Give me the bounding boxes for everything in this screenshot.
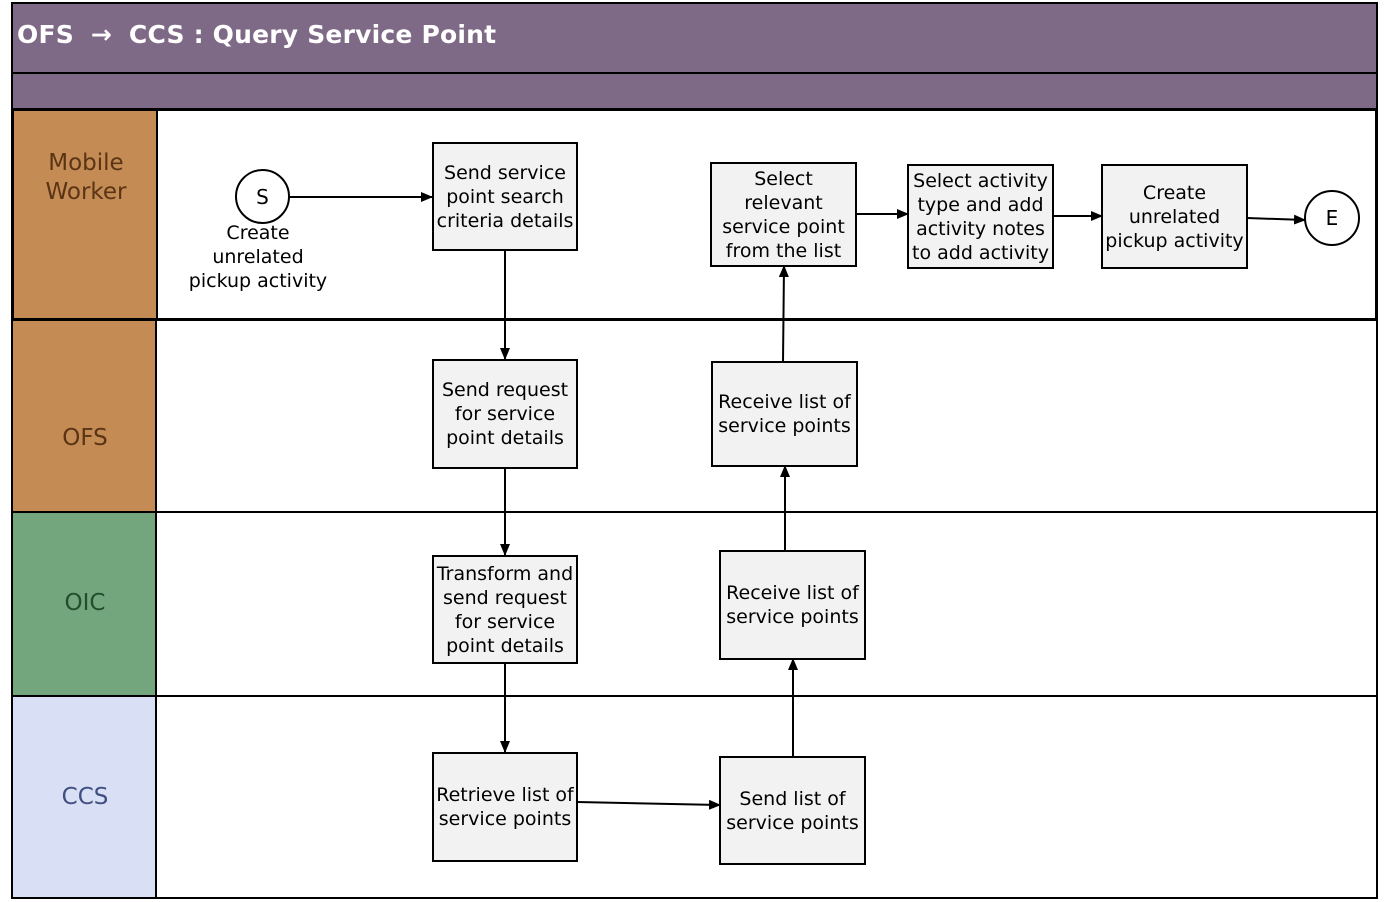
- lane-header-mobile-worker: Mobile Worker: [14, 111, 158, 318]
- connector-create-pickup-to-end: [1246, 214, 1306, 225]
- step-oic-receive-list: Receive list of service points: [719, 550, 866, 660]
- lane-label-ofs: OFS: [62, 425, 108, 451]
- lane-label-mobile-worker: Mobile Worker: [45, 150, 127, 205]
- start-event: S: [235, 169, 290, 224]
- diagram-title-bar: OFS → CCS : Query Service Point: [11, 2, 1378, 74]
- lane-ofs: OFS: [11, 319, 1378, 513]
- lane-ccs: CCS: [11, 695, 1378, 899]
- step-send-list: Send list of service points: [719, 756, 866, 865]
- title-source: OFS: [17, 20, 74, 49]
- step-select-activity-type: Select activity type and add activity no…: [907, 164, 1054, 269]
- lane-header-oic: OIC: [13, 513, 157, 695]
- step-ofs-receive-list: Receive list of service points: [711, 361, 858, 467]
- step-create-unrelated-pickup: Create unrelated pickup activity: [1101, 164, 1248, 269]
- title-target: CCS : Query Service Point: [128, 20, 497, 49]
- step-transform-send-request: Transform and send request for service p…: [432, 555, 578, 664]
- lane-label-ccs: CCS: [61, 784, 109, 810]
- connector-ofs-receive-to-select-relevant: [778, 265, 789, 363]
- end-event: E: [1304, 190, 1360, 246]
- title-arrow-icon: →: [90, 20, 112, 49]
- step-retrieve-list: Retrieve list of service points: [432, 752, 578, 862]
- step-send-search-criteria: Send service point search criteria detai…: [432, 142, 578, 251]
- lane-label-oic: OIC: [64, 590, 106, 616]
- diagram-title: OFS → CCS : Query Service Point: [17, 20, 496, 49]
- lane-header-ccs: CCS: [13, 697, 157, 897]
- connector-retrieve-to-send-list: [576, 799, 721, 810]
- lane-header-ofs: OFS: [13, 321, 157, 511]
- diagram-subheader-bar: [11, 72, 1378, 110]
- step-select-relevant-service-point: Select relevant service point from the l…: [710, 162, 857, 267]
- start-event-caption: Create unrelated pickup activity: [188, 222, 328, 292]
- step-send-request-service-point: Send request for service point details: [432, 359, 578, 469]
- lane-oic: OIC: [11, 511, 1378, 697]
